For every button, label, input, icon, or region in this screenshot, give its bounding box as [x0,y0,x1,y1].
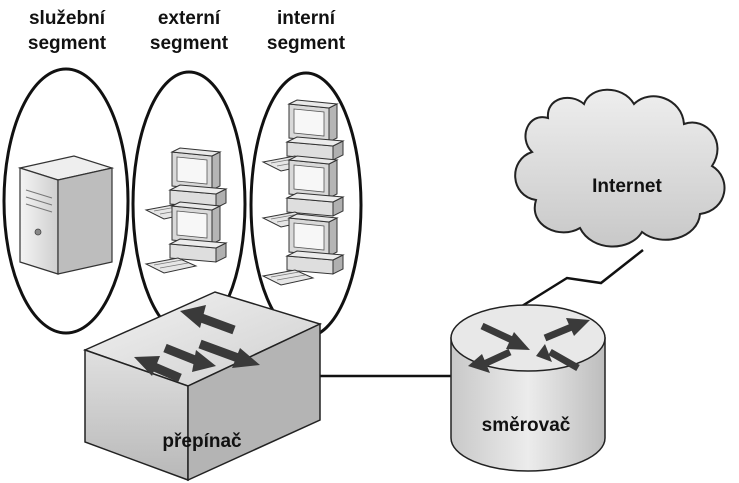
link-router-internet [521,249,644,308]
segment-ellipse-sluzebni [2,67,130,335]
server-icon [17,155,115,275]
switch-icon [82,291,323,482]
router-label: směrovač [482,415,571,436]
segment-label-sluzebni: služební segment [27,8,107,54]
cloud-icon [514,88,726,248]
switch-label: přepínač [162,431,242,452]
router-icon [450,304,606,472]
segment-label-interni: interní segment [266,8,346,54]
computer-icon [262,213,344,286]
internet-label: Internet [592,176,662,197]
segment-label-externi: externí segment [149,8,229,54]
